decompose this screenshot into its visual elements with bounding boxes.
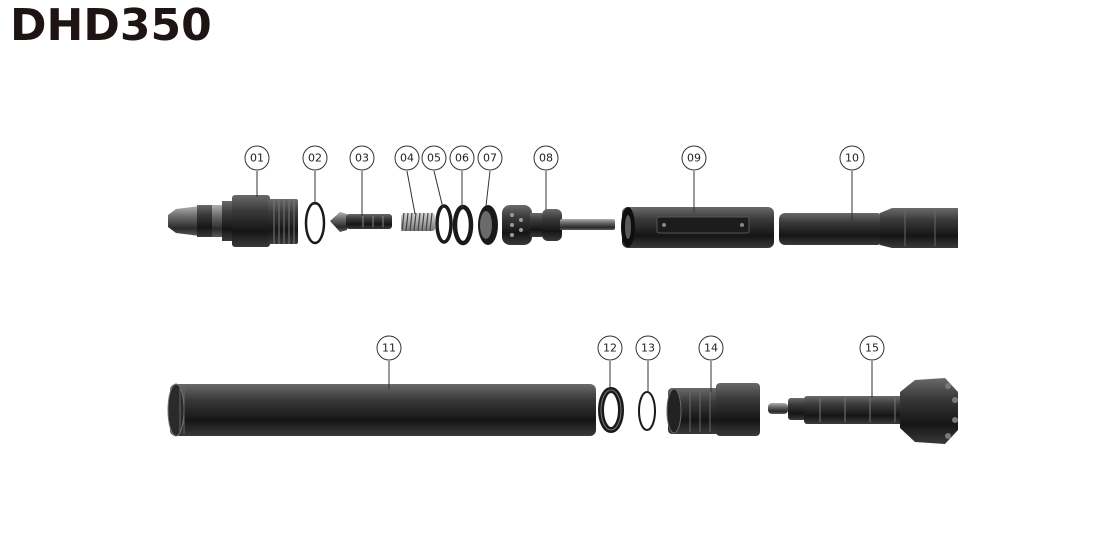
callout-06: 06 — [449, 145, 475, 171]
part-07-spacer-ring — [478, 205, 498, 245]
callout-15: 15 — [859, 335, 885, 361]
callout-03: 03 — [349, 145, 375, 171]
callout-08: 08 — [533, 145, 559, 171]
callout-11: 11 — [376, 335, 402, 361]
part-01-top-sub — [168, 195, 298, 247]
callout-14: 14 — [698, 335, 724, 361]
part-12-bit-retaining-ring — [598, 387, 624, 433]
callout-10: 10 — [839, 145, 865, 171]
callout-05: 05 — [421, 145, 447, 171]
svg-text:11: 11 — [382, 342, 396, 355]
part-13-o-ring — [638, 391, 656, 431]
diagram-title: DHD350 — [10, 0, 212, 51]
svg-text:05: 05 — [427, 152, 441, 165]
callout-09: 09 — [681, 145, 707, 171]
svg-text:08: 08 — [539, 152, 553, 165]
part-04-spring — [401, 212, 435, 232]
svg-text:13: 13 — [641, 342, 655, 355]
svg-text:09: 09 — [687, 152, 701, 165]
part-09-inner-cylinder — [621, 207, 774, 248]
part-03-check-valve — [330, 212, 392, 232]
svg-text:14: 14 — [704, 342, 718, 355]
svg-text:07: 07 — [483, 152, 497, 165]
callout-01: 01 — [244, 145, 270, 171]
part-11-outer-cylinder — [167, 383, 596, 437]
part-10-piston — [779, 208, 958, 248]
svg-text:15: 15 — [865, 342, 879, 355]
part-02-o-ring — [304, 201, 326, 245]
callout-07: 07 — [477, 145, 503, 171]
callout-12: 12 — [597, 335, 623, 361]
svg-text:06: 06 — [455, 152, 469, 165]
part-06-o-ring — [452, 204, 474, 246]
svg-text:01: 01 — [250, 152, 264, 165]
part-08-air-distributor — [502, 205, 615, 245]
part-14-chuck — [666, 383, 760, 436]
svg-text:02: 02 — [308, 152, 322, 165]
svg-text:03: 03 — [355, 152, 369, 165]
svg-text:04: 04 — [400, 152, 414, 165]
part-15-drill-bit — [768, 378, 958, 444]
callout-13: 13 — [635, 335, 661, 361]
callout-02: 02 — [302, 145, 328, 171]
svg-text:10: 10 — [845, 152, 859, 165]
svg-text:12: 12 — [603, 342, 617, 355]
callout-04: 04 — [394, 145, 420, 171]
leader-lines — [256, 170, 873, 398]
part-05-o-ring — [435, 204, 453, 244]
